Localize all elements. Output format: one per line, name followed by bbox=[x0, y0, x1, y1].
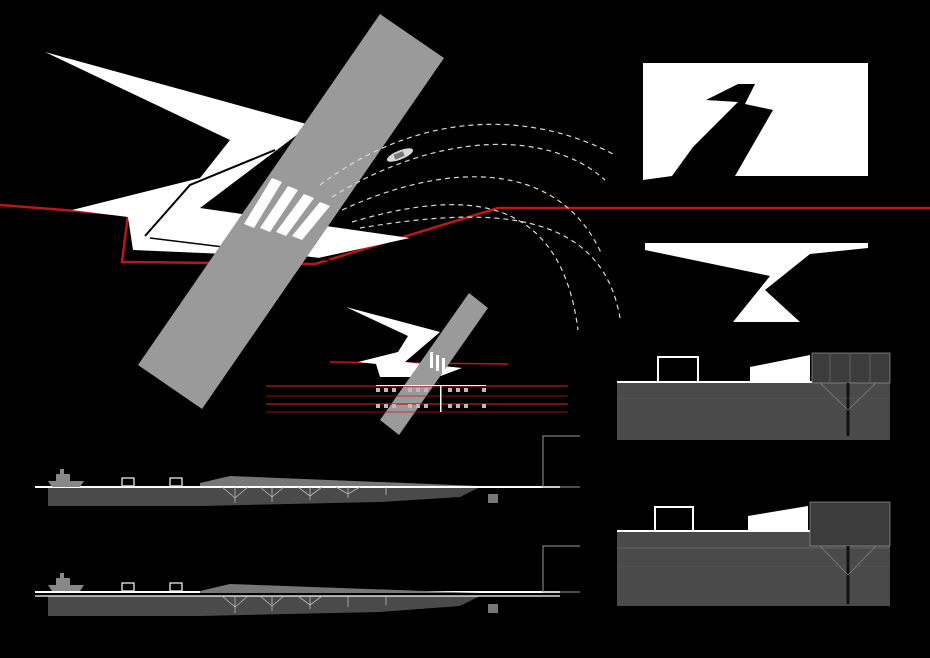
kiosk bbox=[121, 582, 135, 592]
roof-slope bbox=[200, 584, 480, 593]
foundation-block bbox=[488, 604, 498, 613]
kiosk bbox=[169, 477, 183, 487]
pavilion-frame bbox=[654, 506, 694, 532]
foundation-block bbox=[488, 494, 498, 503]
section-detail-1 bbox=[617, 352, 891, 440]
ship-icon bbox=[48, 469, 84, 487]
small-shoreline bbox=[329, 361, 509, 365]
boat-routes bbox=[319, 123, 621, 331]
long-section-1 bbox=[35, 435, 580, 506]
small-pier-strip bbox=[380, 293, 488, 435]
pier-supports bbox=[221, 486, 387, 503]
cliff-edge bbox=[542, 435, 580, 488]
boat-icon bbox=[386, 148, 414, 162]
pier-supports bbox=[221, 595, 387, 613]
small-site-plan bbox=[266, 293, 568, 435]
cliff-edge bbox=[542, 545, 580, 593]
route-line bbox=[359, 216, 621, 319]
pier-fingers bbox=[244, 178, 330, 240]
roof-mass bbox=[750, 355, 810, 383]
pier-finger bbox=[244, 178, 282, 228]
bolt-shape bbox=[645, 243, 868, 322]
pier-strip bbox=[138, 14, 444, 409]
long-section-2 bbox=[35, 545, 580, 616]
pier-finger bbox=[292, 202, 330, 240]
ground-mass bbox=[617, 383, 890, 440]
terrain-mass bbox=[48, 487, 480, 506]
route-line bbox=[319, 123, 616, 186]
pier-finger bbox=[260, 186, 298, 232]
route-line bbox=[331, 143, 606, 198]
pier-finger bbox=[276, 194, 314, 236]
route-line bbox=[341, 176, 603, 256]
building-block bbox=[811, 352, 891, 384]
roof-slope bbox=[200, 476, 480, 486]
concept-panel-solid bbox=[643, 63, 868, 180]
building-cut-line bbox=[144, 149, 276, 237]
kiosk bbox=[169, 582, 183, 592]
building-footprint bbox=[45, 52, 410, 258]
concept-rectangle bbox=[643, 63, 868, 180]
roof-mass bbox=[748, 506, 808, 532]
small-building-footprint bbox=[346, 307, 462, 377]
section-detail-2 bbox=[617, 501, 891, 606]
concept-panel-bolt bbox=[645, 243, 868, 322]
building-block bbox=[809, 501, 891, 547]
seating-grid bbox=[376, 385, 486, 412]
pavilion-frame bbox=[657, 356, 699, 383]
ship-icon bbox=[48, 573, 84, 591]
kiosk bbox=[121, 477, 135, 487]
main-site-plan bbox=[0, 14, 930, 409]
terrain-mass bbox=[48, 596, 480, 616]
small-pier-fingers bbox=[430, 352, 445, 374]
